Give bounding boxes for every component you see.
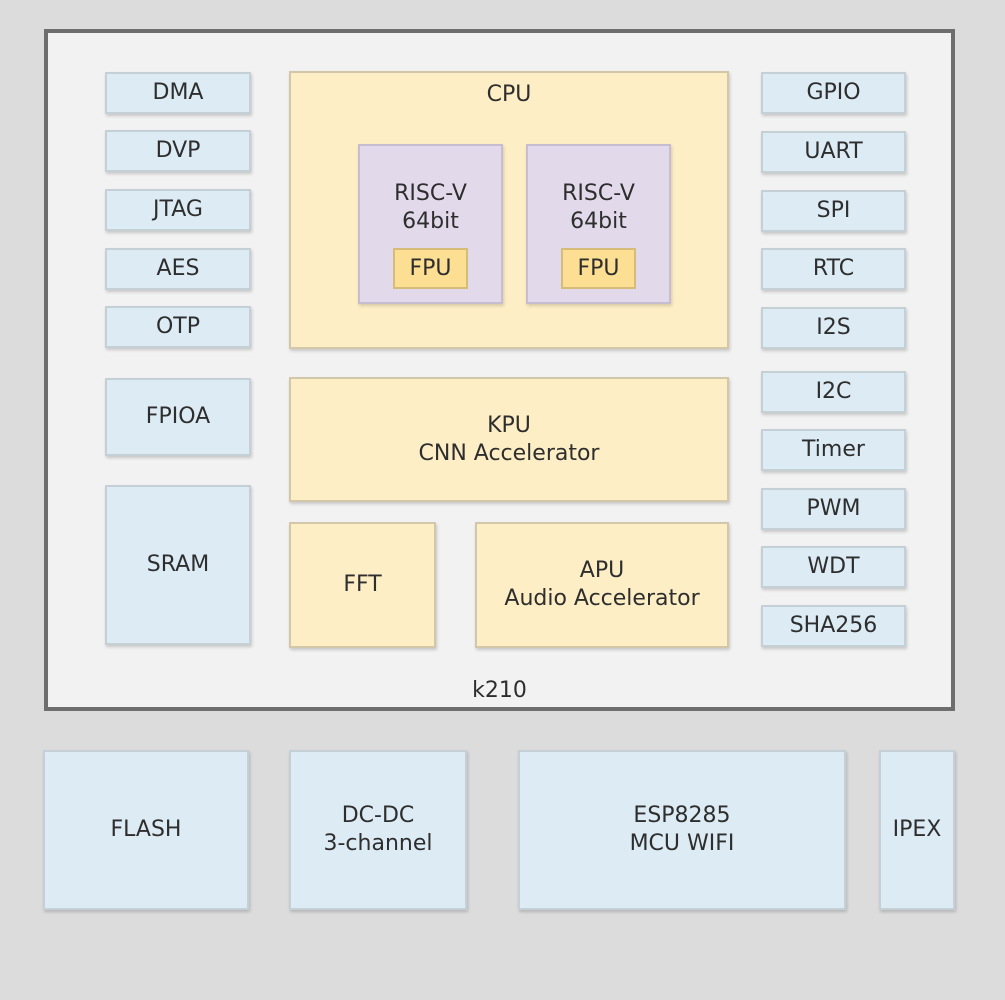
block-esp8285: ESP8285 MCU WIFI	[518, 750, 846, 910]
esp-name: ESP8285	[633, 803, 731, 828]
dcdc-name: DC-DC	[341, 803, 415, 828]
block-wdt: WDT	[761, 546, 906, 588]
dcdc-desc: 3-channel	[323, 831, 433, 856]
block-dvp: DVP	[105, 130, 251, 172]
apu-name: APU	[579, 558, 625, 583]
block-fft: FFT	[289, 522, 436, 648]
block-kpu: KPU CNN Accelerator	[289, 377, 729, 502]
core-1-width: 64bit	[402, 209, 459, 234]
block-uart: UART	[761, 131, 906, 173]
block-jtag: JTAG	[105, 189, 251, 231]
block-fpioa: FPIOA	[105, 378, 251, 456]
block-aes: AES	[105, 248, 251, 290]
block-spi: SPI	[761, 190, 906, 232]
block-flash: FLASH	[43, 750, 249, 910]
core-2-fpu: FPU	[561, 248, 636, 289]
block-timer: Timer	[761, 429, 906, 471]
block-dcdc: DC-DC 3-channel	[289, 750, 467, 910]
block-pwm: PWM	[761, 488, 906, 530]
block-rtc: RTC	[761, 248, 906, 290]
chip-label: k210	[472, 678, 527, 703]
block-i2s: I2S	[761, 307, 906, 349]
block-dma: DMA	[105, 72, 251, 114]
esp-desc: MCU WIFI	[629, 831, 735, 856]
apu-desc: Audio Accelerator	[504, 586, 700, 611]
block-ipex: IPEX	[879, 750, 955, 910]
core-2-width: 64bit	[570, 209, 627, 234]
block-apu: APU Audio Accelerator	[475, 522, 729, 648]
block-gpio: GPIO	[761, 72, 906, 114]
block-sha256: SHA256	[761, 605, 906, 647]
block-otp: OTP	[105, 306, 251, 348]
core-1-arch: RISC-V	[394, 181, 467, 206]
core-1-fpu: FPU	[393, 248, 468, 289]
kpu-name: KPU	[487, 412, 531, 438]
cpu-title: CPU	[486, 82, 532, 107]
core-2-arch: RISC-V	[562, 181, 635, 206]
block-sram: SRAM	[105, 485, 251, 645]
block-i2c: I2C	[761, 371, 906, 413]
kpu-desc: CNN Accelerator	[418, 440, 600, 466]
